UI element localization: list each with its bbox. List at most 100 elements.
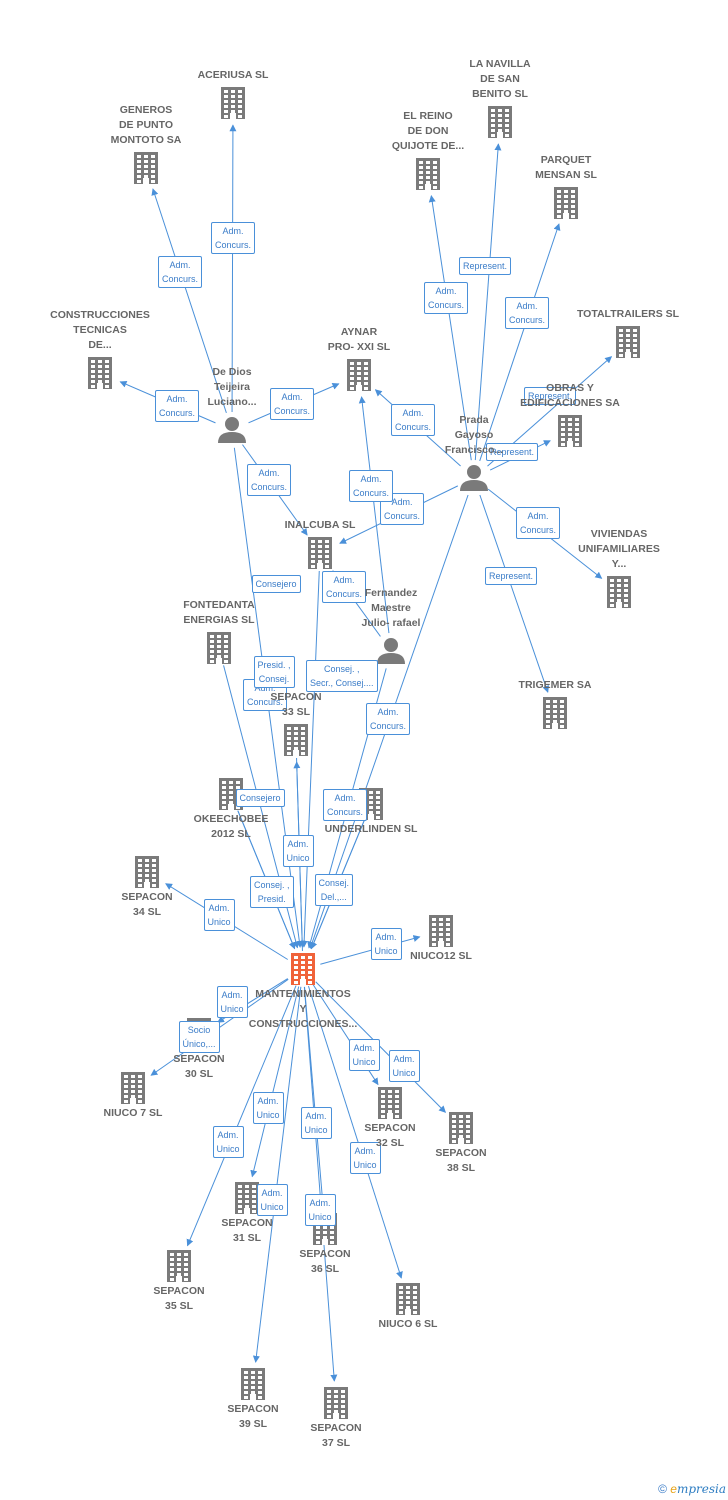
edge-label[interactable]: Represent. — [459, 257, 512, 275]
edge-label[interactable]: Adm.Concurs. — [323, 789, 368, 821]
edge-label[interactable]: Presid. ,Consej. — [253, 656, 295, 688]
node-label-totaltrailers[interactable]: TOTALTRAILERS SL — [563, 307, 693, 322]
person-icon[interactable] — [218, 417, 246, 443]
edge-label[interactable]: Adm.Unico — [282, 835, 314, 867]
edge-label[interactable]: Adm.Concurs. — [349, 470, 394, 502]
focus-building-icon[interactable] — [291, 953, 315, 985]
edge-label[interactable]: Adm.Unico — [304, 1194, 336, 1226]
edge-label[interactable]: Adm.Concurs. — [247, 464, 292, 496]
edge-label[interactable]: Adm.Concurs. — [211, 222, 256, 254]
edge-label[interactable]: Adm.Concurs. — [322, 571, 367, 603]
node-label-aceriusa[interactable]: ACERIUSA SL — [168, 68, 298, 83]
copyright-mark: © — [658, 1482, 667, 1496]
building-icon[interactable] — [488, 106, 512, 138]
building-icon[interactable] — [429, 915, 453, 947]
node-label-niuco7[interactable]: NIUCO 7 SL — [68, 1106, 198, 1121]
edge-label[interactable]: Adm.Unico — [256, 1184, 288, 1216]
building-icon[interactable] — [347, 359, 371, 391]
edge-label[interactable]: Adm.Concurs. — [155, 390, 200, 422]
building-icon[interactable] — [207, 632, 231, 664]
building-icon[interactable] — [221, 87, 245, 119]
building-icon[interactable] — [554, 187, 578, 219]
edge-label[interactable]: Adm.Concurs. — [158, 256, 203, 288]
node-label-line: 35 SL — [164, 1300, 193, 1312]
building-icon[interactable] — [88, 357, 112, 389]
node-label-niuco12[interactable]: NIUCO12 SL — [376, 949, 506, 964]
edge-label[interactable]: Adm.Unico — [216, 986, 248, 1018]
building-icon[interactable] — [235, 1182, 259, 1214]
building-icon[interactable] — [241, 1368, 265, 1400]
building-icon[interactable] — [558, 415, 582, 447]
building-icon[interactable] — [616, 326, 640, 358]
edge-label[interactable]: Adm.Unico — [203, 899, 235, 931]
building-icon[interactable] — [134, 152, 158, 184]
footer-brand[interactable]: © empresia — [658, 1482, 726, 1496]
edge-label[interactable]: Represent. — [486, 443, 539, 461]
edge-label[interactable]: Adm.Unico — [388, 1050, 420, 1082]
edge-label[interactable]: Consej. ,Secr., Consej.... — [306, 660, 378, 692]
edge-label[interactable]: Adm.Concurs. — [270, 388, 315, 420]
building-icon[interactable] — [378, 1087, 402, 1119]
edge-label[interactable]: Adm.Concurs. — [505, 297, 550, 329]
node-label-trigemer[interactable]: TRIGEMER SA — [490, 678, 620, 693]
edge-label[interactable]: Adm.Unico — [349, 1142, 381, 1174]
edge-label[interactable]: Adm.Unico — [300, 1107, 332, 1139]
building-icon[interactable] — [308, 537, 332, 569]
building-icon[interactable] — [324, 1387, 348, 1419]
building-icon[interactable] — [449, 1112, 473, 1144]
edge-label[interactable]: Adm.Concurs. — [516, 507, 561, 539]
person-icon[interactable] — [377, 638, 405, 664]
edge-label[interactable]: Adm.Unico — [348, 1039, 380, 1071]
edge-label[interactable]: Adm.Concurs. — [366, 703, 411, 735]
edge-label[interactable]: Adm.Concurs. — [424, 282, 469, 314]
edge-label[interactable]: Adm.Unico — [370, 928, 402, 960]
building-icon[interactable] — [167, 1250, 191, 1282]
building-icon[interactable] — [284, 724, 308, 756]
edge-label[interactable]: Adm.Concurs. — [380, 493, 425, 525]
building-icon[interactable] — [543, 697, 567, 729]
node-label-inalcuba[interactable]: INALCUBA SL — [255, 518, 385, 533]
building-icon[interactable] — [135, 856, 159, 888]
edge-label[interactable]: Adm.Unico — [252, 1092, 284, 1124]
edge-label[interactable]: Consej. ,Presid. — [250, 876, 294, 908]
edge-label[interactable]: Represent. — [524, 387, 577, 405]
building-icon[interactable] — [607, 576, 631, 608]
building-icon[interactable] — [121, 1072, 145, 1104]
node-label-niuco6[interactable]: NIUCO 6 SL — [343, 1317, 473, 1332]
edge-label[interactable]: Consejero — [251, 575, 301, 593]
building-icon[interactable] — [416, 158, 440, 190]
building-icon[interactable] — [396, 1283, 420, 1315]
edge-label[interactable]: Consej.Del.,... — [314, 874, 354, 906]
node-label-underlinden[interactable]: UNDERLINDEN SL — [306, 822, 436, 837]
edge-label[interactable]: Represent. — [485, 567, 538, 585]
edge-label[interactable]: Consejero — [235, 789, 285, 807]
edge-label[interactable]: Adm.Concurs. — [391, 404, 436, 436]
edge-label[interactable]: Adm.Unico — [212, 1126, 244, 1158]
person-icon[interactable] — [460, 465, 488, 491]
